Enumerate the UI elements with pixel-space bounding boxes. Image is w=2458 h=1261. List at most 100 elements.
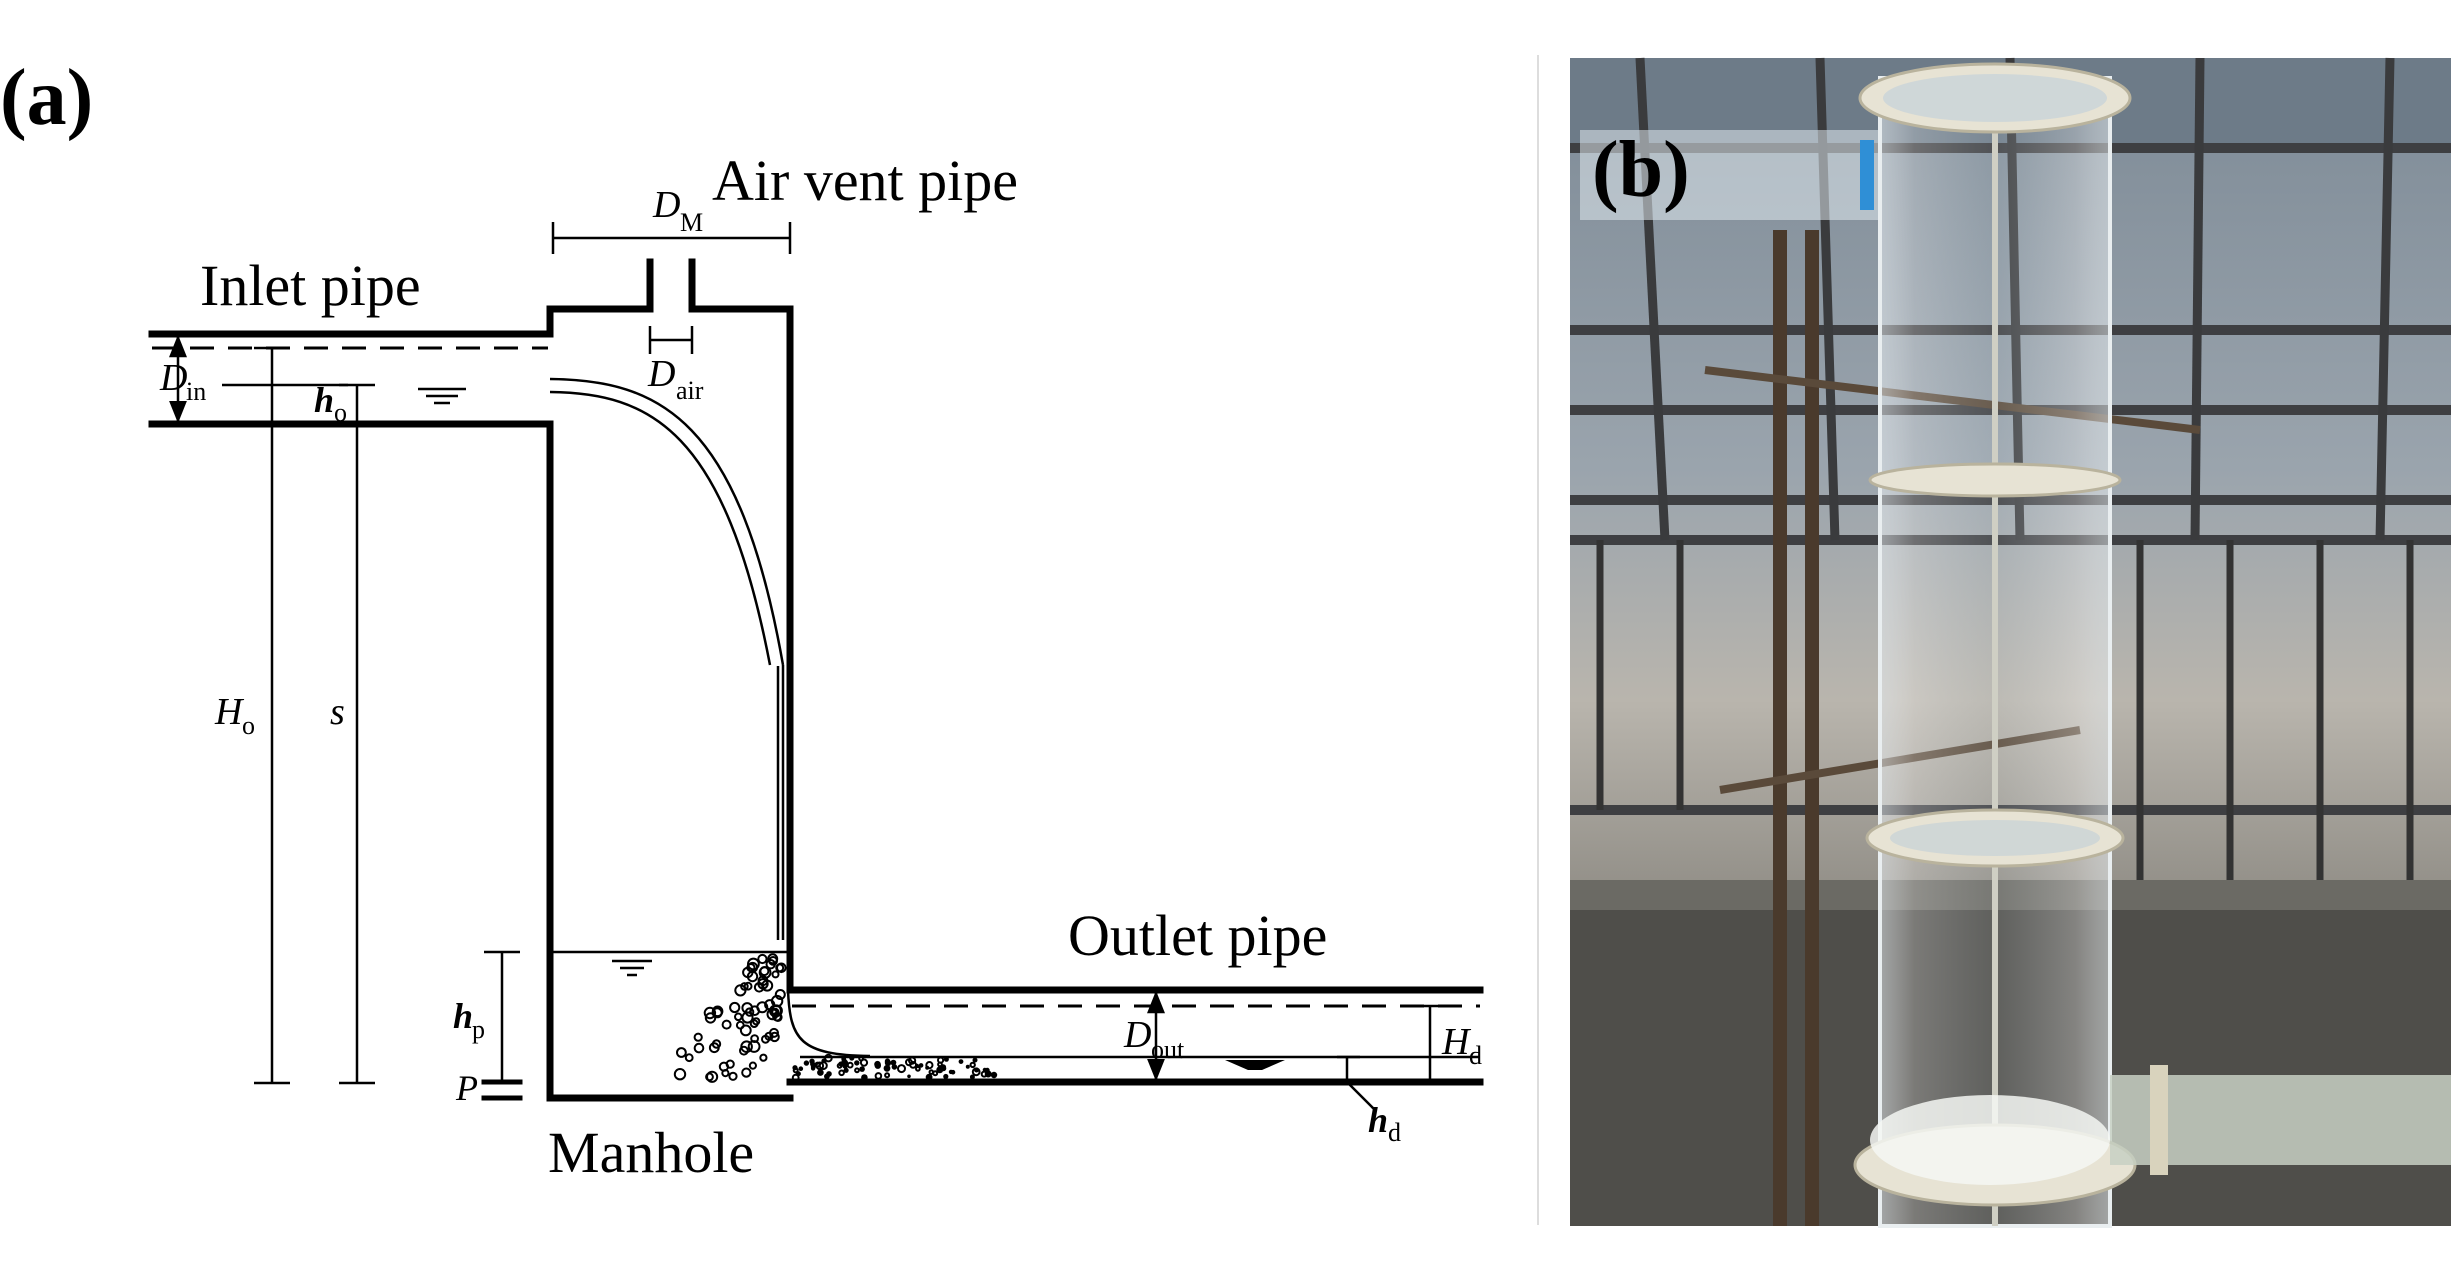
dm-dimension: D M — [551, 184, 792, 254]
panel-b-photo: (b) — [1570, 57, 2451, 1228]
outlet-air-dot — [883, 1064, 891, 1072]
air-bubble — [759, 1053, 768, 1062]
air-bubble — [728, 1071, 738, 1081]
outlet-air-dot — [971, 1067, 981, 1077]
outlet-air-dot — [909, 1061, 917, 1069]
outlet-air-dot — [897, 1064, 906, 1074]
outlet-air-dot — [943, 1073, 949, 1080]
outlet-air-dot — [798, 1066, 804, 1071]
Hd-subscript: d — [1469, 1041, 1482, 1070]
outlet-air-dot — [884, 1072, 891, 1079]
air-bubble — [740, 1040, 753, 1053]
air-bubble — [741, 1067, 752, 1078]
outlet-pipe-label: Outlet pipe — [1068, 903, 1327, 968]
air-bubble — [684, 1053, 694, 1063]
dm-symbol: D — [652, 184, 680, 226]
s-dimension: s — [330, 383, 375, 1085]
air-bubble — [748, 1061, 758, 1070]
outlet-air-dot — [984, 1070, 992, 1078]
outlet-air-dot — [948, 1069, 954, 1075]
air-bubble — [765, 959, 776, 970]
outlet-air-dot — [940, 1065, 947, 1072]
hd-dimension: h d — [1337, 1055, 1401, 1147]
air-bubble — [770, 1004, 783, 1018]
outlet-air-dot — [958, 1059, 964, 1064]
air-bubble — [729, 1001, 741, 1014]
air-bubble — [711, 1005, 724, 1018]
manhole-walls — [546, 258, 794, 1102]
outlet-air-dot — [874, 1072, 883, 1080]
air-bubble — [752, 1017, 761, 1026]
dair-subscript: air — [676, 376, 704, 405]
outlet-air-dot — [826, 1071, 832, 1077]
outlet-air-dot — [972, 1057, 978, 1063]
outlet-air-dot — [861, 1074, 868, 1081]
Ho-subscript: o — [242, 711, 255, 740]
outlet-flow-curve — [786, 989, 871, 1058]
air-bubble — [774, 989, 786, 1000]
air-bubble — [673, 1068, 687, 1081]
outlet-air-dot — [821, 1058, 827, 1064]
air-bubble — [721, 1069, 730, 1078]
panel-b-tag: (b) — [1592, 126, 1690, 214]
air-bubble — [703, 1006, 717, 1020]
outlet-air-dot — [814, 1061, 821, 1068]
dout-subscript: out — [1151, 1035, 1185, 1064]
hd-symbol: h — [1368, 1100, 1388, 1140]
outlet-air-dot — [884, 1059, 892, 1067]
outlet-water-surface-symbol — [1225, 1060, 1285, 1070]
dout-dimension: D out — [1123, 990, 1185, 1082]
outlet-dots — [791, 1053, 998, 1082]
air-bubble — [764, 999, 776, 1011]
air-bubbles — [673, 953, 787, 1083]
hd-subscript: d — [1388, 1118, 1401, 1147]
outlet-air-dot — [937, 1061, 943, 1068]
outlet-air-dot — [803, 1060, 810, 1066]
dm-subscript: M — [680, 208, 703, 237]
air-bubble — [772, 1011, 782, 1022]
hp-subscript: p — [472, 1015, 485, 1044]
Hd-symbol: H — [1441, 1021, 1472, 1063]
inlet-water-surface-symbol — [418, 387, 466, 405]
din-symbol: D — [159, 357, 187, 399]
air-bubble — [676, 1047, 687, 1058]
outlet-air-dot — [990, 1071, 998, 1079]
air-bubble — [711, 1039, 722, 1049]
outlet-air-dot — [841, 1059, 849, 1067]
air-bubble — [761, 1034, 770, 1044]
outlet-air-dot — [874, 1062, 881, 1069]
outlet-air-dot — [925, 1073, 933, 1081]
air-bubble — [739, 1045, 749, 1056]
outlet-air-dot — [849, 1055, 855, 1061]
air-bubble — [741, 1002, 754, 1014]
dair-dimension: D air — [647, 326, 704, 405]
falling-jet — [549, 377, 785, 940]
air-bubble — [705, 1072, 714, 1082]
outlet-air-dot — [824, 1053, 833, 1063]
din-dimension: D in — [159, 334, 348, 424]
air-bubble — [734, 1012, 743, 1022]
outlet-air-dot — [915, 1065, 921, 1072]
dout-symbol: D — [1123, 1014, 1151, 1056]
outlet-air-dot — [932, 1070, 939, 1077]
outlet-air-dot — [982, 1067, 987, 1072]
outlet-air-dot — [838, 1069, 845, 1077]
air-bubble — [759, 966, 770, 977]
outlet-air-dot — [925, 1061, 934, 1070]
dair-symbol: D — [647, 353, 675, 395]
manhole-label: Manhole — [548, 1120, 754, 1185]
air-bubble — [693, 1032, 703, 1042]
inlet-pipe — [148, 330, 554, 428]
air-bubble — [769, 1031, 780, 1043]
air-bubble — [767, 953, 779, 965]
outlet-air-dot — [810, 1066, 816, 1071]
outlet-air-dot — [859, 1066, 865, 1072]
air-bubble — [740, 982, 749, 991]
air-bubble — [769, 1027, 779, 1038]
outlet-air-dot — [846, 1061, 854, 1069]
air-bubble — [747, 1040, 761, 1053]
inlet-pipe-label: Inlet pipe — [200, 253, 421, 318]
outlet-air-dot — [891, 1064, 898, 1070]
panel-a: (a) Air vent pipe D M Inlet pipe — [0, 54, 1484, 1185]
outlet-air-dot — [817, 1069, 824, 1076]
